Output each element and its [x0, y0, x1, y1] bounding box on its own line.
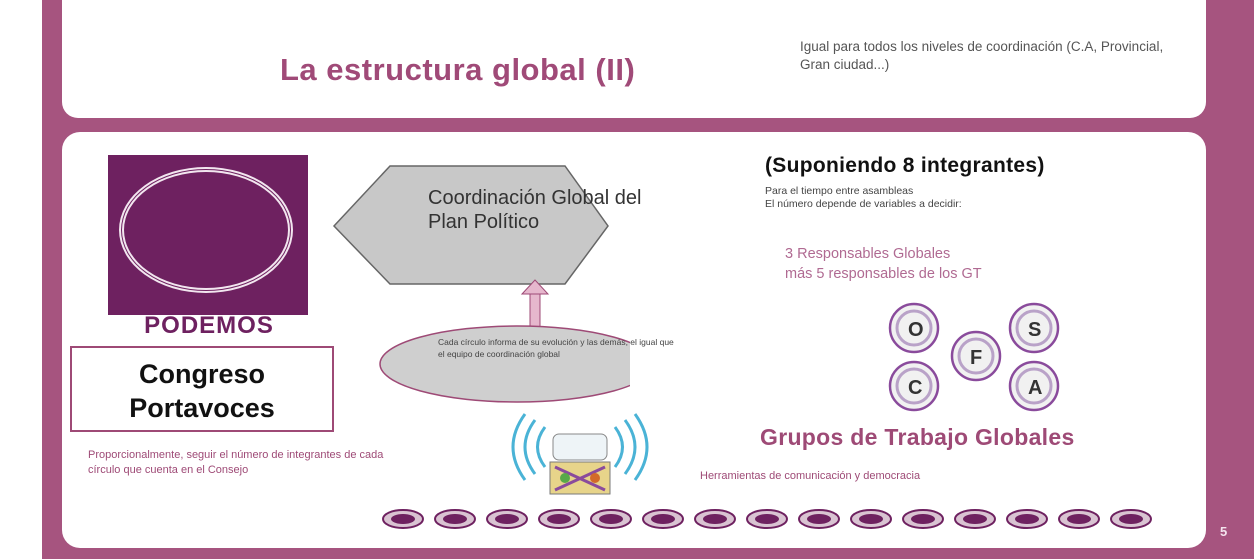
coordination-hexagon: [332, 165, 609, 285]
bubble-f-label: F: [970, 347, 982, 369]
circle-chain-item: [1108, 508, 1154, 530]
bubble-c: C: [888, 360, 940, 412]
circle-chain-item: [1004, 508, 1050, 530]
title-card: [62, 0, 1206, 118]
communication-tools-icon: [511, 413, 649, 495]
circle-chain-item: [796, 508, 842, 530]
circle-chain-item: [952, 508, 998, 530]
circle-chain-item: [536, 508, 582, 530]
congreso-line1: Congreso: [138, 359, 265, 389]
slide-title: La estructura global (II): [280, 52, 636, 87]
circle-chain-item: [692, 508, 738, 530]
assumption-line-1: Para el tiempo entre asambleas: [765, 185, 914, 197]
congreso-line2: Portavoces: [129, 393, 275, 423]
bubble-s: S: [1008, 302, 1060, 354]
coordination-diagram: [332, 165, 630, 403]
responsables-text: 3 Responsables Globales más 5 responsabl…: [785, 244, 1185, 284]
assumption-text: Para el tiempo entre asambleas El número…: [765, 185, 1165, 211]
working-groups-title: Grupos de Trabajo Globales: [760, 424, 1075, 450]
bubble-o-label: O: [908, 319, 924, 341]
information-label: Cada círculo informa de su evolución y l…: [438, 337, 674, 359]
circle-chain-item: [432, 508, 478, 530]
circle-chain-item: [744, 508, 790, 530]
assumption-title: (Suponiendo 8 integrantes): [765, 154, 1045, 177]
bubble-c-label: C: [908, 377, 922, 399]
circle-chain-item: [900, 508, 946, 530]
bubble-a-label: A: [1028, 377, 1042, 399]
coordination-label: Coordinación Global del Plan Político: [428, 187, 642, 233]
information-ellipse: [379, 325, 630, 403]
connector-arrow-head: [520, 279, 550, 295]
bubble-o: O: [888, 302, 940, 354]
circle-chain-item: [484, 508, 530, 530]
tools-text: Herramientas de comunicación y democraci…: [700, 470, 921, 482]
circle-chain-item: [640, 508, 686, 530]
bubble-a: A: [1008, 360, 1060, 412]
page-number: 5: [1220, 524, 1228, 539]
circle-chain-item: [588, 508, 634, 530]
circle-chain-item: [848, 508, 894, 530]
logo-ring-icon: [119, 167, 293, 293]
circles-chain: [380, 508, 1154, 530]
logo-text: PODEMOS: [144, 312, 274, 339]
proportional-note: Proporcionalmente, seguir el número de i…: [88, 449, 384, 476]
bubble-s-label: S: [1028, 319, 1041, 341]
bubble-f: F: [950, 330, 1002, 382]
working-groups-diagram: O S F C A: [888, 302, 1060, 412]
responsables-line-2: más 5 responsables de los GT: [785, 266, 982, 282]
circle-chain-item: [380, 508, 426, 530]
congreso-box: Congreso Portavoces: [70, 346, 334, 432]
responsables-line-1: 3 Responsables Globales: [785, 246, 951, 262]
podemos-logo: [108, 155, 308, 315]
scope-note: Igual para todos los niveles de coordina…: [800, 39, 1164, 72]
assumption-line-2: El número depende de variables a decidir…: [765, 198, 962, 210]
circle-chain-item: [1056, 508, 1102, 530]
